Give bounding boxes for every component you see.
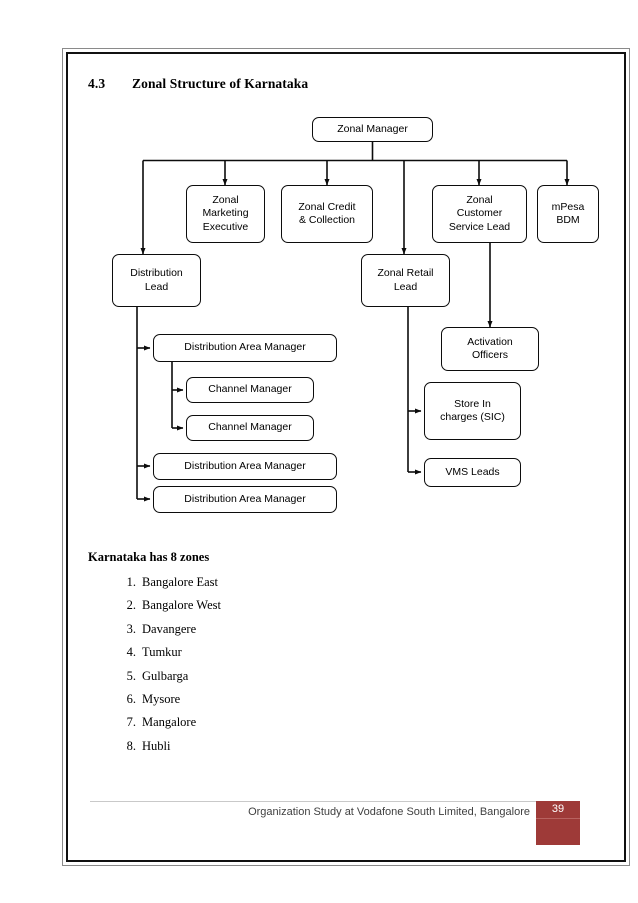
zones-list: Bangalore East Bangalore West Davangere … bbox=[88, 571, 508, 759]
list-item: Mangalore bbox=[120, 711, 197, 735]
node-zonal-manager-label: Zonal Manager bbox=[337, 122, 408, 135]
footer-divider bbox=[90, 801, 536, 802]
node-distribution-area-manager-2-label: Distribution Area Manager bbox=[184, 459, 306, 472]
node-zonal-credit-collection-label: Zonal Credit& Collection bbox=[298, 200, 356, 226]
page-number-badge: 39 bbox=[536, 801, 580, 845]
list-item: Mysore bbox=[120, 688, 181, 712]
node-channel-manager-2-label: Channel Manager bbox=[208, 421, 292, 434]
zones-section: Karnataka has 8 zones Bangalore East Ban… bbox=[88, 550, 508, 759]
node-channel-manager-1-label: Channel Manager bbox=[208, 383, 292, 396]
node-vms-leads-label: VMS Leads bbox=[445, 465, 500, 478]
list-item: Gulbarga bbox=[120, 665, 189, 689]
list-item: Tumkur bbox=[120, 641, 182, 665]
node-zonal-manager[interactable]: Zonal Manager bbox=[312, 117, 433, 142]
page-border-frame bbox=[62, 48, 630, 866]
node-channel-manager-1[interactable]: Channel Manager bbox=[186, 377, 314, 403]
list-item: Davangere bbox=[120, 618, 197, 642]
section-title-text: Zonal Structure of Karnataka bbox=[132, 76, 309, 91]
node-distribution-area-manager-1-label: Distribution Area Manager bbox=[184, 341, 306, 354]
node-vms-leads[interactable]: VMS Leads bbox=[424, 458, 521, 487]
node-distribution-area-manager-3-label: Distribution Area Manager bbox=[184, 492, 306, 505]
page-number-divider bbox=[536, 818, 580, 819]
page-border-inner bbox=[66, 52, 626, 862]
section-number: 4.3 bbox=[88, 76, 106, 91]
list-item: Hubli bbox=[120, 735, 171, 759]
node-zonal-credit-collection[interactable]: Zonal Credit& Collection bbox=[281, 185, 373, 243]
node-distribution-area-manager-1[interactable]: Distribution Area Manager bbox=[153, 334, 337, 362]
zones-title: Karnataka has 8 zones bbox=[88, 550, 210, 564]
node-distribution-area-manager-2[interactable]: Distribution Area Manager bbox=[153, 453, 337, 480]
list-item: Bangalore West bbox=[120, 594, 221, 618]
page-number: 39 bbox=[551, 803, 565, 815]
node-distribution-area-manager-3[interactable]: Distribution Area Manager bbox=[153, 486, 337, 513]
node-channel-manager-2[interactable]: Channel Manager bbox=[186, 415, 314, 441]
list-item: Bangalore East bbox=[120, 571, 219, 595]
footer-text: Organization Study at Vodafone South Lim… bbox=[248, 806, 530, 818]
page-title: 4.3 Zonal Structure of Karnataka bbox=[88, 76, 308, 92]
